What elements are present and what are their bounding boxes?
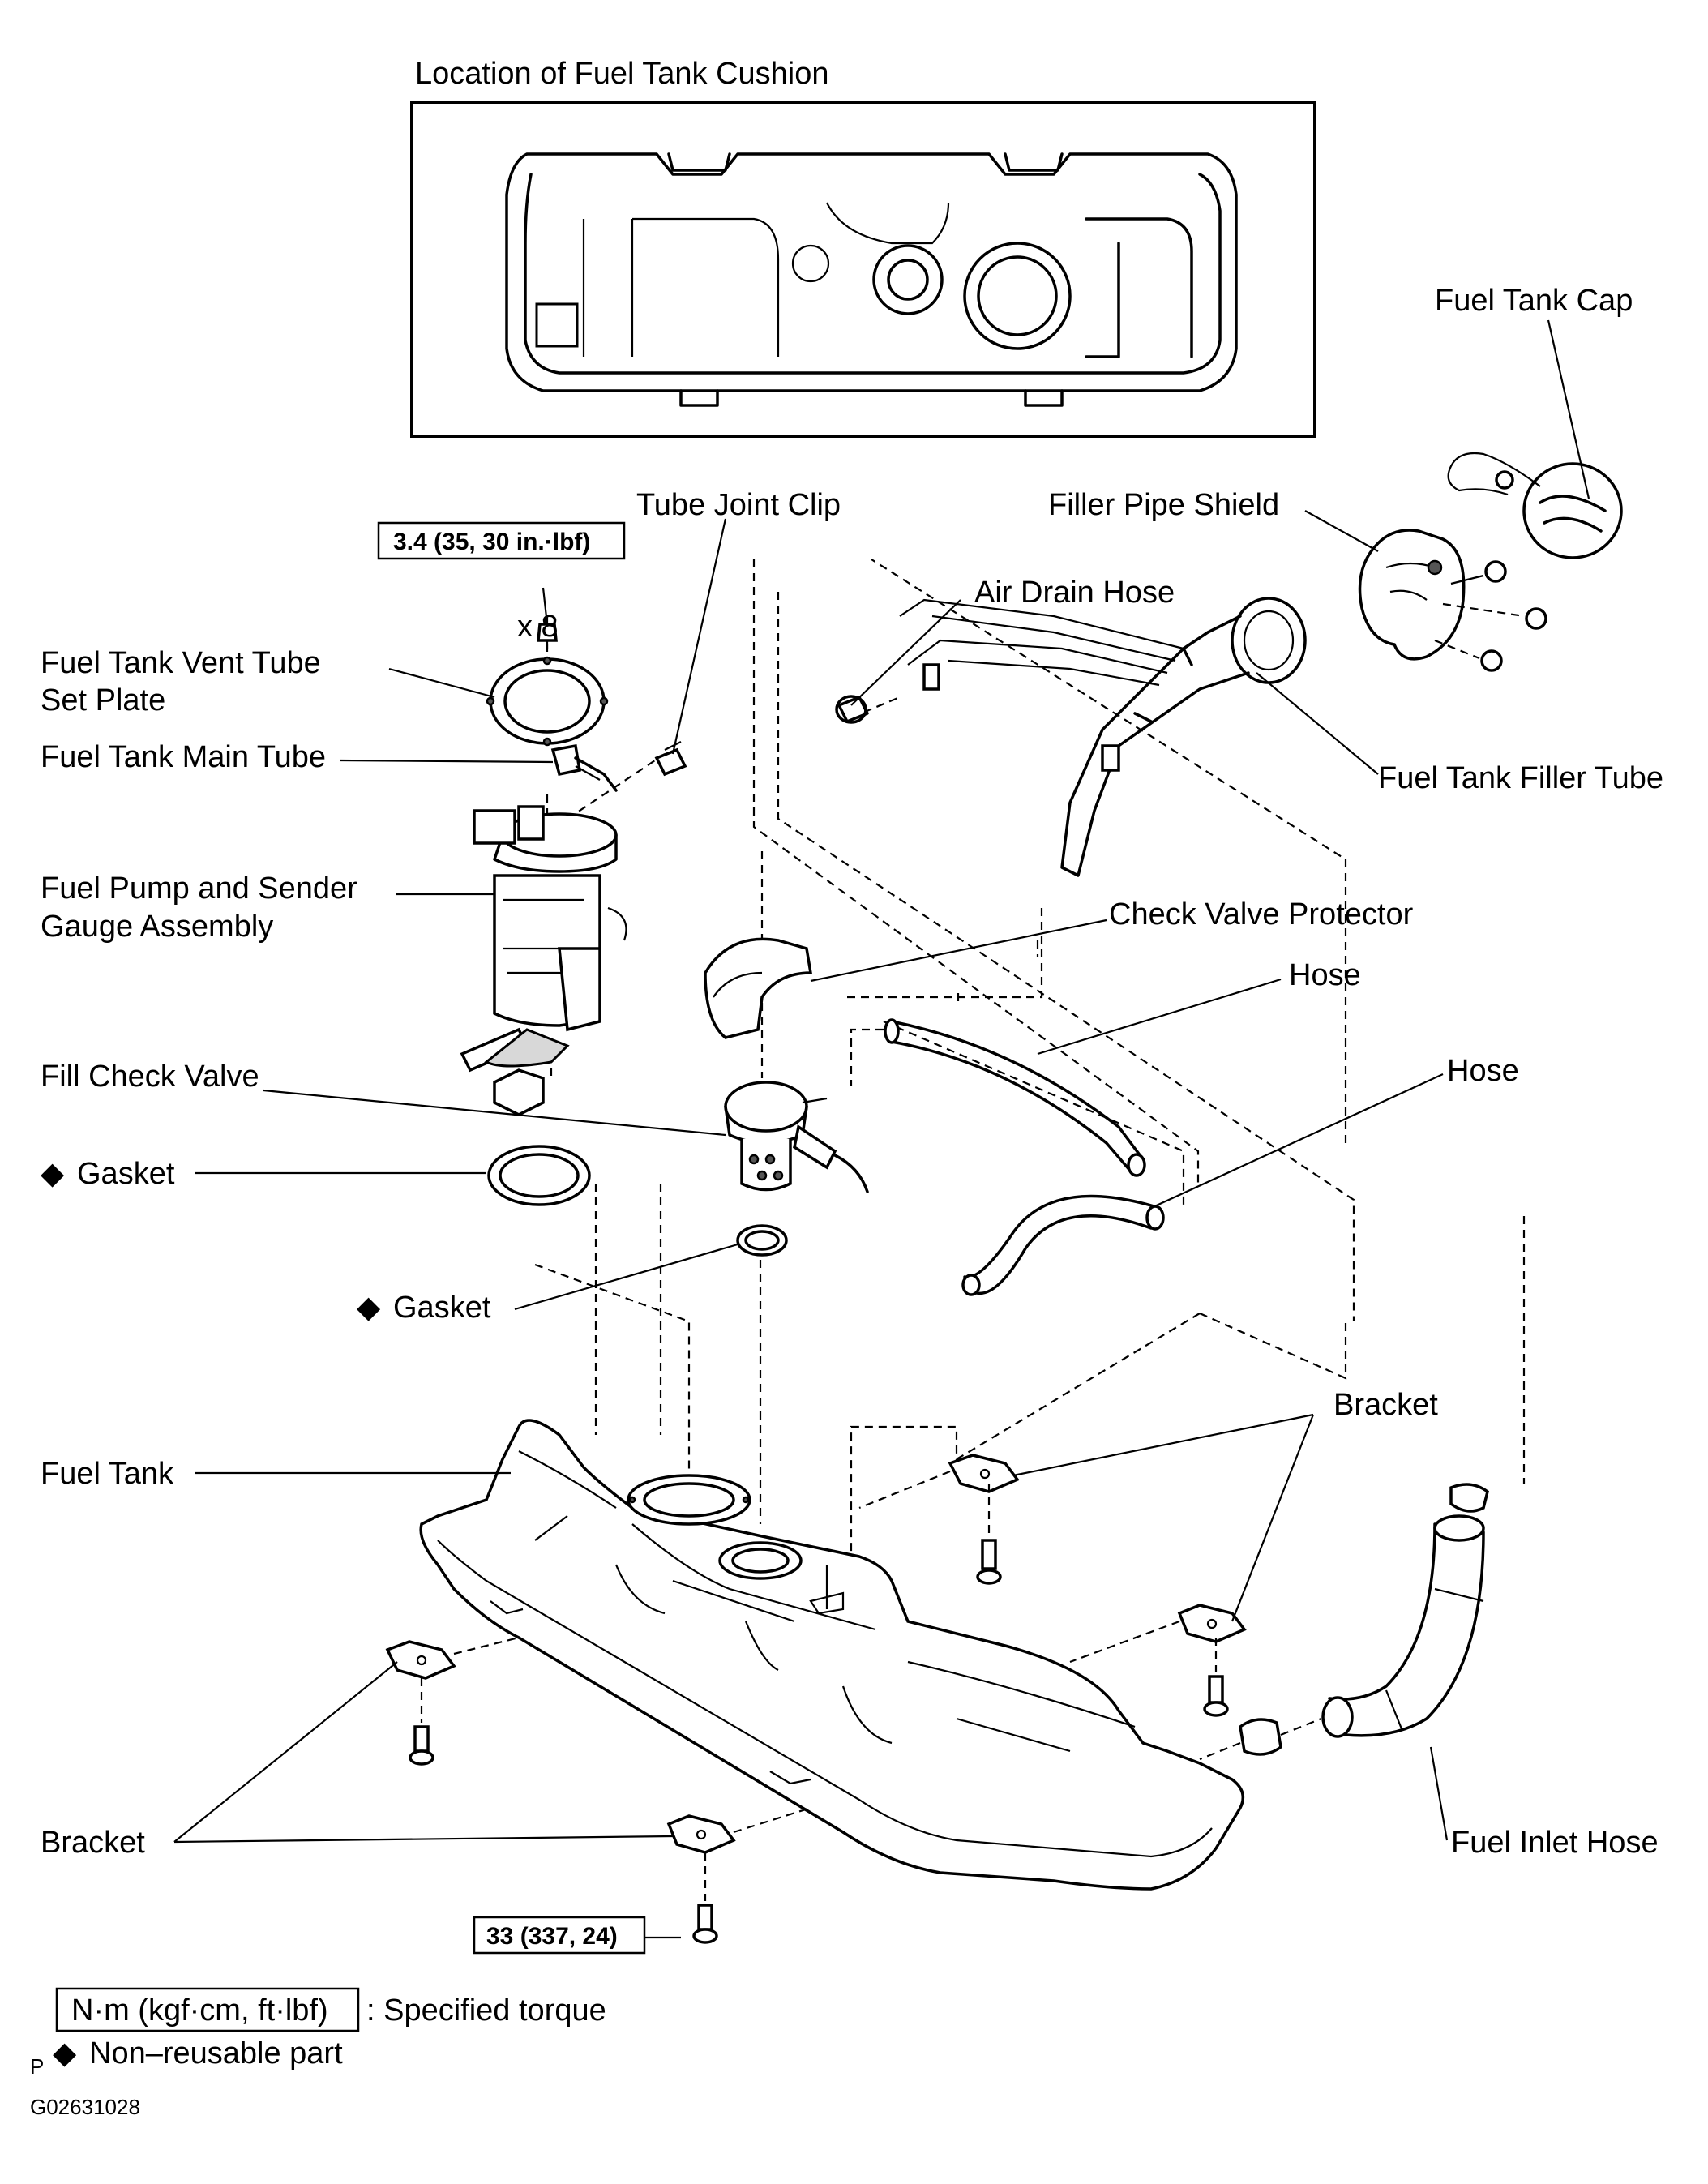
figure-code: G02631028 [30, 2095, 140, 2119]
gasket-pump [487, 1145, 591, 1206]
label-fuel-tank-cap: Fuel Tank Cap [1435, 284, 1633, 318]
bracket-left-1 [385, 1640, 456, 1680]
label-fuel-tank: Fuel Tank [41, 1457, 174, 1491]
bolt-left-2 [692, 1904, 718, 1944]
torque-box-bracket [473, 1916, 646, 1955]
label-vent-tube-set-plate-line1: Fuel Tank Vent Tube [41, 646, 321, 680]
bolt-top-right-2 [1203, 1675, 1229, 1717]
label-fuel-pump-line1: Fuel Pump and Sender [41, 871, 357, 906]
label-air-drain-hose: Air Drain Hose [974, 576, 1175, 610]
fuel-pump-and-sender-gauge-assembly [460, 805, 627, 1116]
check-valve-protector [704, 937, 813, 1039]
leader-lines [173, 319, 1590, 1939]
bracket-top-right-2 [1177, 1604, 1247, 1643]
fuel-tank-cushion-marker [535, 302, 579, 348]
bolt-left-1 [409, 1725, 434, 1766]
torque-plate-screws: 3.4 (35, 30 in.·lbf) [393, 529, 590, 555]
legend-torque-unit: N·m (kgf·cm, ft·lbf) [71, 1993, 328, 2028]
fuel-tank-cap [1447, 452, 1623, 559]
legend-torque-text: : Specified torque [366, 1993, 606, 2028]
label-bracket-top: Bracket [1333, 1388, 1438, 1422]
label-fuel-pump-line2: Gauge Assembly [41, 910, 273, 944]
label-vent-tube-set-plate-line2: Set Plate [41, 683, 165, 717]
fuel-inlet-hose [1199, 1483, 1489, 1761]
bracket-top-right-1 [948, 1454, 1020, 1493]
fill-check-valve [724, 1081, 869, 1193]
legend-nonreusable-text: Non–reusable part [89, 2036, 343, 2071]
air-drain-hose [835, 695, 869, 724]
inset-tank-top-view [505, 152, 1238, 407]
label-fill-check-valve: Fill Check Valve [41, 1060, 259, 1094]
label-fuel-tank-filler-tube: Fuel Tank Filler Tube [1378, 761, 1663, 795]
inset-title: Location of Fuel Tank Cushion [415, 57, 829, 91]
fuel-tank-vent-tube-set-plate [486, 623, 609, 747]
fuel-tank-filler-tube [899, 597, 1307, 877]
label-hose-lower: Hose [1447, 1054, 1519, 1088]
torque-bracket-bolts: 33 (337, 24) [486, 1923, 618, 1950]
p-mark: P [30, 2054, 44, 2079]
label-hose-upper: Hose [1289, 958, 1361, 992]
diamond-gasket-1: ◆ [41, 1157, 65, 1191]
bolt-top-right-1 [976, 1539, 1002, 1585]
torque-box-plate [377, 521, 626, 560]
fuel-tank-main-tube [550, 743, 618, 792]
legend-diamond: ◆ [53, 2036, 77, 2071]
legend-torque-box [55, 1987, 360, 2032]
label-bracket-left: Bracket [41, 1826, 145, 1860]
tube-joint-clip [654, 741, 687, 777]
hose-upper [884, 1018, 1146, 1177]
label-tube-joint-clip: Tube Joint Clip [636, 488, 841, 522]
fuel-tank [419, 1419, 1245, 1891]
label-gasket-pump: Gasket [77, 1157, 175, 1191]
gasket-check-valve [736, 1224, 788, 1257]
inset-frame [410, 101, 1316, 438]
label-quantity-x8: x 8 [517, 610, 559, 644]
bracket-left-2 [666, 1814, 736, 1854]
label-filler-pipe-shield: Filler Pipe Shield [1048, 488, 1279, 522]
label-fuel-inlet-hose: Fuel Inlet Hose [1451, 1826, 1659, 1860]
filler-pipe-shield [1358, 529, 1547, 672]
label-fuel-tank-main-tube: Fuel Tank Main Tube [41, 740, 326, 774]
label-gasket-check-valve: Gasket [393, 1291, 491, 1325]
hose-lower [961, 1194, 1165, 1296]
label-check-valve-protector: Check Valve Protector [1109, 897, 1414, 931]
diamond-gasket-2: ◆ [357, 1291, 381, 1325]
